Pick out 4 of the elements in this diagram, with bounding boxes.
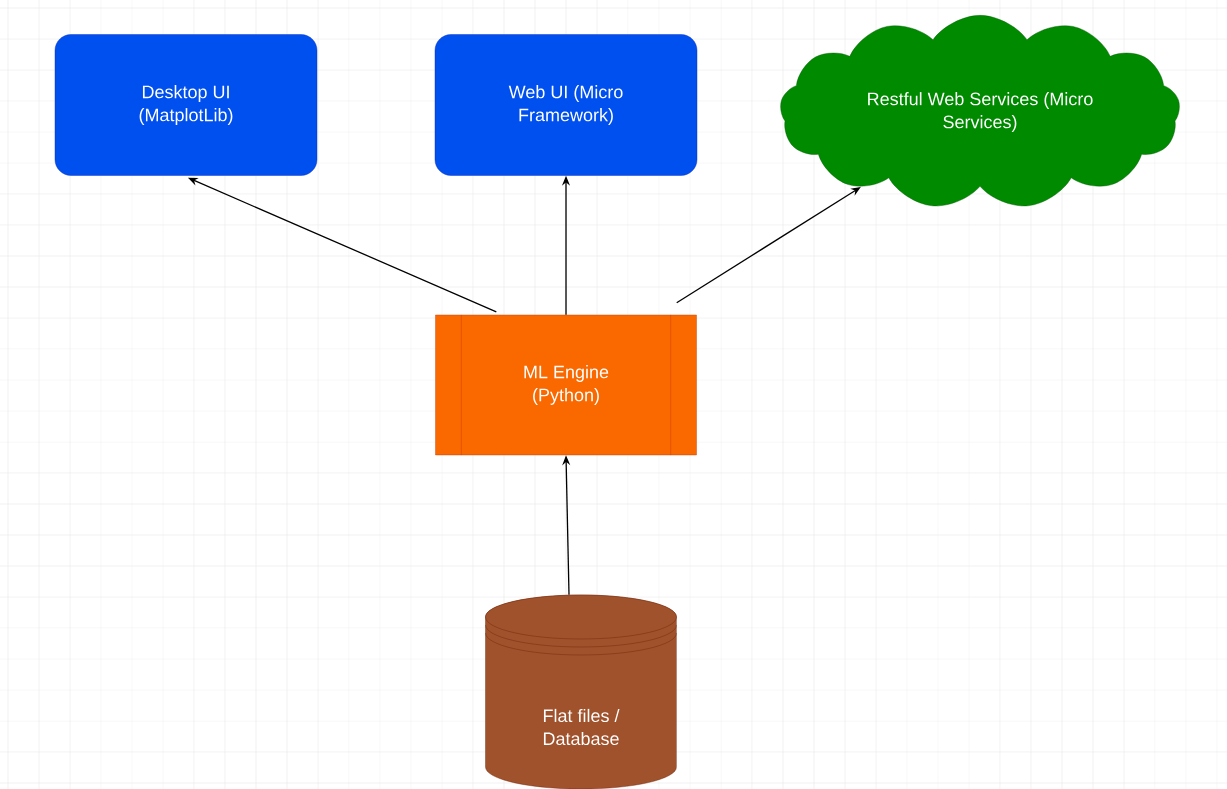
rounded-box: Desktop UI (MatplotLib) bbox=[54, 34, 318, 176]
rounded-box: Web UI (Micro Framework) bbox=[434, 34, 698, 176]
process-box: ML Engine (Python) bbox=[435, 314, 697, 456]
database-cylinder: Flat files / Database bbox=[485, 594, 677, 789]
